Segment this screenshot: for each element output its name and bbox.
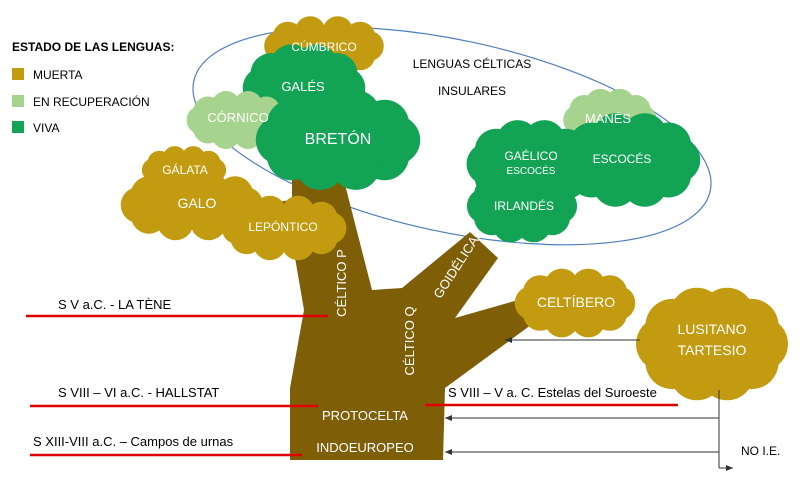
legend: ESTADO DE LAS LENGUAS: MUERTA EN RECUPER…: [12, 40, 174, 135]
insular-caption-line1: LENGUAS CÉLTICAS: [413, 56, 531, 71]
cloud-irlandes: [466, 169, 578, 243]
cloud-lepontico: [221, 195, 347, 261]
label-galo: GALO: [178, 195, 217, 211]
trunk-main: [290, 165, 535, 460]
legend-title: ESTADO DE LAS LENGUAS:: [12, 40, 174, 54]
legend-label-living: VIVA: [33, 121, 59, 135]
legend-swatch-dead: [12, 68, 24, 80]
label-manes: MANÉS: [585, 111, 632, 126]
label-protocelta: PROTOCELTA: [322, 408, 408, 423]
trunk-labels: PROTOCELTA INDOEUROPEO: [316, 408, 414, 455]
non-ie-connectors: [445, 337, 733, 471]
cloud-escoces: [559, 113, 701, 207]
label-no-ie: NO I.E.: [741, 444, 780, 458]
legend-swatch-recovering: [12, 95, 24, 107]
label-gaelico-line1: GAÉLICO: [504, 148, 557, 163]
label-celtibero: CELTÍBERO: [537, 294, 615, 310]
cloud-lepontico-core: [231, 208, 337, 248]
cloud-lusitano: [636, 287, 788, 401]
insular-caption-line2: INSULARES: [438, 84, 506, 98]
timeline-label-la-tene: S V a.C. - LA TÈNE: [58, 297, 172, 312]
insular-languages-ellipse: [192, 26, 712, 246]
timeline-label-estelas: S VIII – V a. C. Estelas del Suroeste: [448, 385, 657, 400]
label-indoeuropeo: INDOEUROPEO: [316, 440, 414, 455]
label-lusitano-line2: TARTESIO: [678, 342, 747, 358]
legend-label-dead: MUERTA: [33, 68, 83, 82]
label-lusitano-line1: LUSITANO: [678, 321, 747, 337]
cloud-lusitano-core: [656, 308, 768, 380]
insular-caption: LENGUAS CÉLTICAS INSULARES: [413, 56, 531, 98]
cloud-celtibero: [514, 268, 636, 338]
label-galata: GÁLATA: [162, 162, 208, 177]
cloud-escoces-core: [575, 131, 685, 189]
legend-label-recovering: EN RECUPERACIÓN: [33, 94, 150, 109]
timeline-label-campos-de-urnas: S XIII-VIII a.C. – Campos de urnas: [33, 434, 234, 449]
language-labels: CÚMBRICO GALÉS CÓRNICO BRETÓN MANÉS GAÉL…: [162, 39, 746, 358]
label-lepontico: LEPÓNTICO: [248, 219, 317, 234]
cloud-breton: [255, 90, 421, 190]
label-escoces: ESCOCÉS: [593, 151, 652, 166]
branch-celtico-p: CÉLTICO P: [334, 249, 349, 317]
cloud-celtibero-core: [525, 282, 625, 324]
legend-swatch-living: [12, 121, 24, 133]
cloud-irlandes-core: [479, 183, 565, 229]
label-gales: GALÉS: [281, 79, 325, 94]
branch-celtico-q: CÉLTICO Q: [402, 306, 417, 375]
timeline: S V a.C. - LA TÈNE S VIII – VI a.C. - HA…: [26, 297, 678, 457]
label-irlandes: IRLANDÉS: [494, 198, 554, 213]
cloud-breton-core: [272, 109, 404, 171]
label-cornico: CÓRNICO: [207, 110, 268, 125]
language-clouds: [120, 16, 788, 401]
label-gaelico-line2: ESCOCÉS: [507, 164, 556, 177]
cloud-galo-core: [131, 184, 253, 226]
timeline-label-hallstat: S VIII – VI a.C. - HALLSTAT: [58, 385, 219, 400]
cloud-cornico-core: [196, 102, 278, 138]
label-breton: BRETÓN: [305, 129, 372, 148]
label-cumbrico: CÚMBRICO: [291, 39, 356, 54]
